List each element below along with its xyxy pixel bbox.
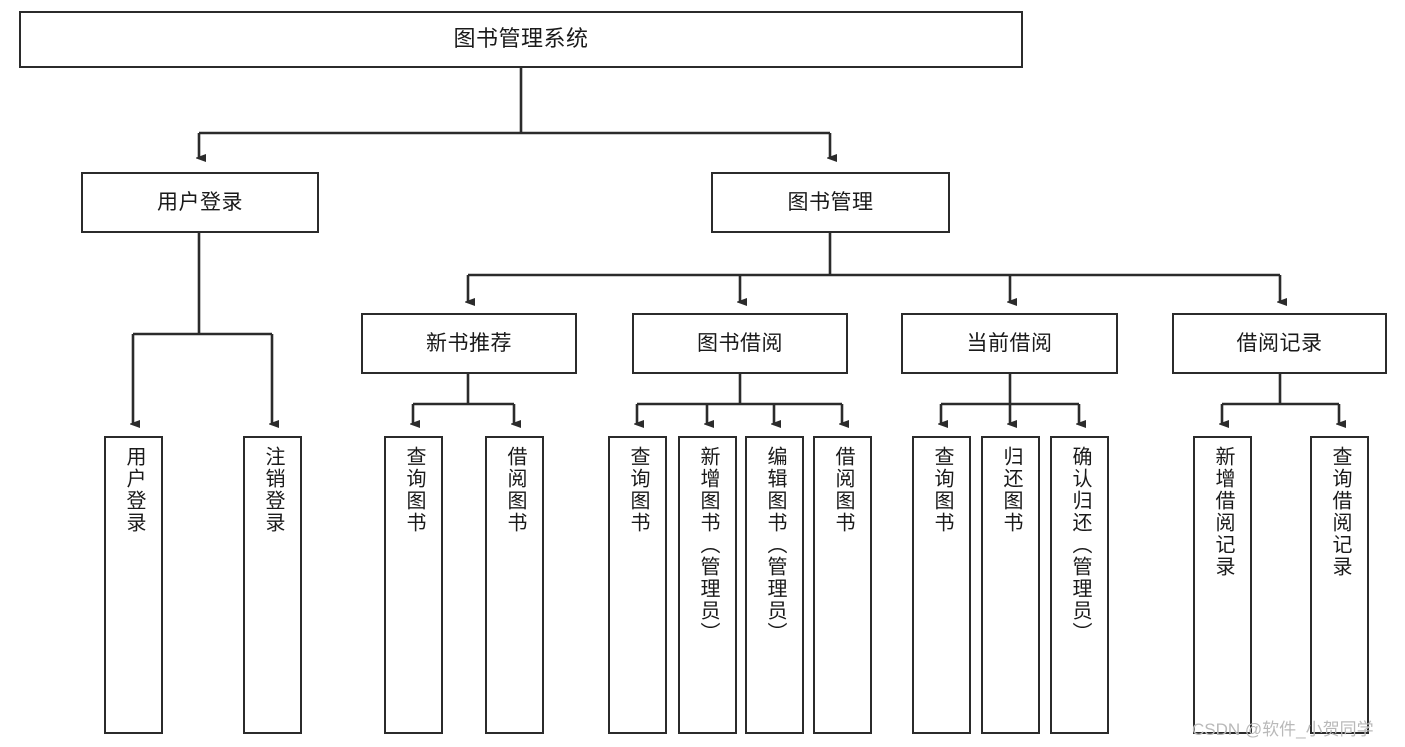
- leaf-recommend-query-book[interactable]: 查询图书: [384, 436, 443, 734]
- node-user-login[interactable]: 用户登录: [81, 172, 319, 233]
- node-label: 新增借阅记录: [1212, 446, 1234, 578]
- leaf-borrow-edit-book[interactable]: 编辑图书（管理员）: [745, 436, 804, 734]
- node-label: 当前借阅: [966, 331, 1053, 355]
- node-label: 新书推荐: [426, 331, 512, 355]
- node-current-borrow[interactable]: 当前借阅: [901, 313, 1118, 374]
- leaf-user-login-login[interactable]: 用户登录: [104, 436, 163, 734]
- node-label: 图书管理系统: [453, 26, 589, 52]
- leaf-borrow-borrow-book[interactable]: 借阅图书: [813, 436, 872, 734]
- node-label: 图书管理: [787, 190, 874, 214]
- node-book-borrow[interactable]: 图书借阅: [632, 313, 848, 374]
- node-book-management[interactable]: 图书管理: [711, 172, 950, 233]
- node-label: 用户登录: [123, 446, 145, 534]
- node-label: 查询图书: [627, 446, 649, 534]
- node-label: 编辑图书（管理员）: [764, 446, 786, 644]
- leaf-recommend-borrow-book[interactable]: 借阅图书: [485, 436, 544, 734]
- node-label: 新增图书（管理员）: [697, 446, 719, 644]
- leaf-record-add-record[interactable]: 新增借阅记录: [1193, 436, 1252, 734]
- node-root-system[interactable]: 图书管理系统: [19, 11, 1023, 68]
- node-label: 图书借阅: [697, 331, 783, 355]
- csdn-watermark: CSDN @软件_小贺同学: [1192, 720, 1374, 739]
- leaf-current-confirm-return[interactable]: 确认归还（管理员）: [1050, 436, 1109, 734]
- node-label: 借阅图书: [832, 446, 854, 534]
- leaf-current-query-book[interactable]: 查询图书: [912, 436, 971, 734]
- node-label: 归还图书: [1000, 446, 1022, 534]
- node-label: 用户登录: [157, 190, 243, 214]
- node-label: 确认归还（管理员）: [1069, 446, 1091, 644]
- leaf-record-query-record[interactable]: 查询借阅记录: [1310, 436, 1369, 734]
- node-label: 查询借阅记录: [1329, 446, 1351, 578]
- node-label: 查询图书: [931, 446, 953, 534]
- node-new-book-recommend[interactable]: 新书推荐: [361, 313, 577, 374]
- leaf-user-login-logout[interactable]: 注销登录: [243, 436, 302, 734]
- node-label: 借阅记录: [1236, 331, 1323, 355]
- leaf-current-return-book[interactable]: 归还图书: [981, 436, 1040, 734]
- node-borrow-record[interactable]: 借阅记录: [1172, 313, 1387, 374]
- node-label: 借阅图书: [504, 446, 526, 534]
- leaf-borrow-add-book[interactable]: 新增图书（管理员）: [678, 436, 737, 734]
- leaf-borrow-query-book[interactable]: 查询图书: [608, 436, 667, 734]
- node-label: 注销登录: [262, 446, 284, 534]
- node-label: 查询图书: [403, 446, 425, 534]
